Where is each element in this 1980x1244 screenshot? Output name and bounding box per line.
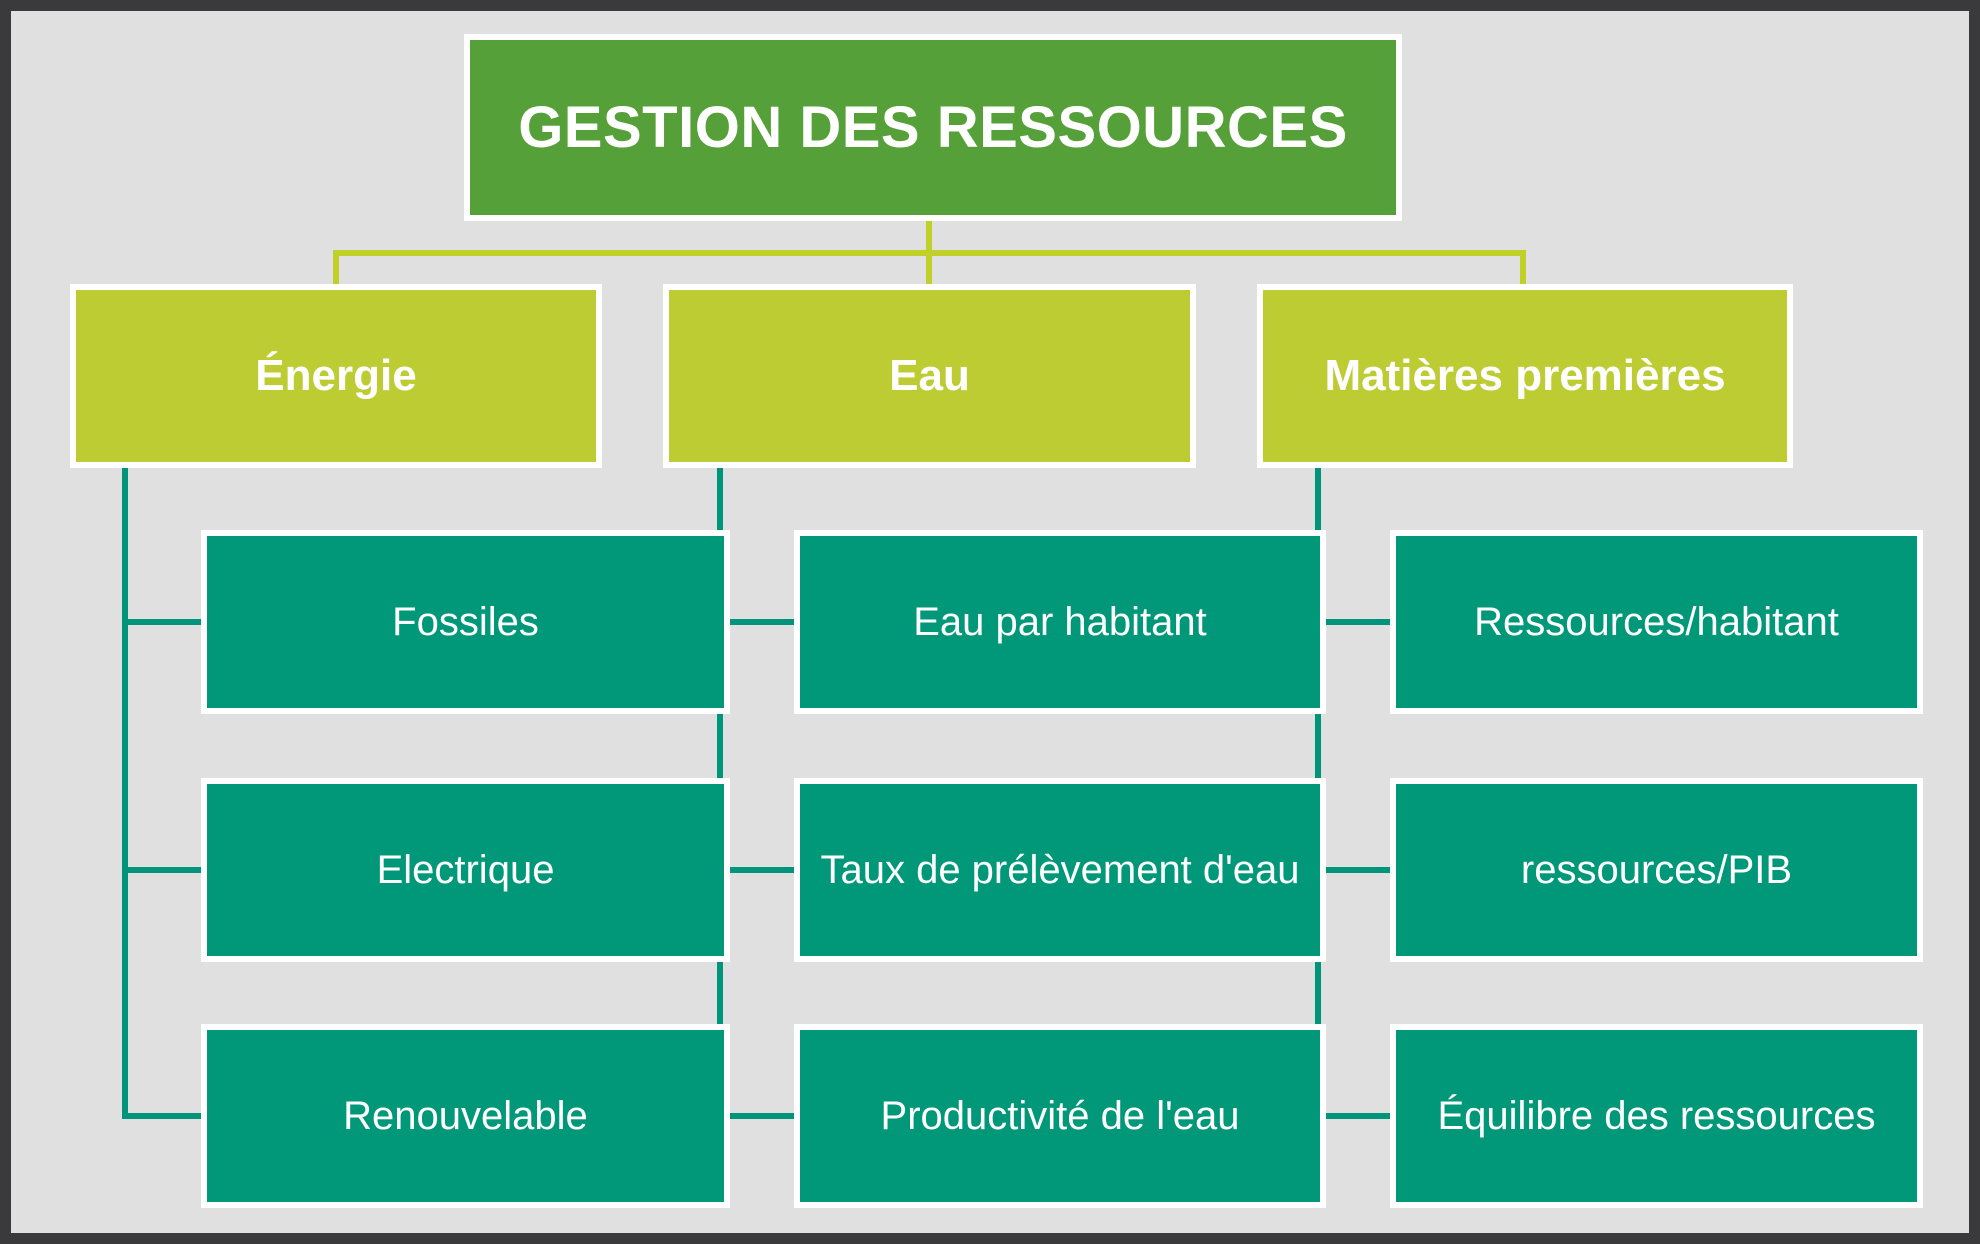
branch-node-matieres-premieres: Matières premières <box>1257 284 1793 468</box>
connector-drop-matieres <box>1520 253 1526 290</box>
leaf-node-equilibre-des-ressources: Équilibre des ressources <box>1390 1024 1923 1208</box>
connector-stub-productivite <box>717 1113 809 1119</box>
leaf-node-label: Taux de prélèvement d'eau <box>820 848 1300 892</box>
leaf-node-renouvelable: Renouvelable <box>201 1024 730 1208</box>
leaf-node-fossiles: Fossiles <box>201 530 730 714</box>
connector-stub-ressources-pib <box>1315 867 1407 873</box>
leaf-node-label: Équilibre des ressources <box>1437 1094 1876 1138</box>
connector-drop-energie <box>333 253 339 290</box>
leaf-node-ressources-pib: ressources/PIB <box>1390 778 1923 962</box>
branch-node-label: Matières premières <box>1324 350 1726 400</box>
connector-stub-taux-prelevement <box>717 867 809 873</box>
leaf-node-electrique: Electrique <box>201 778 730 962</box>
connector-stub-fossiles <box>122 619 214 625</box>
leaf-node-label: ressources/PIB <box>1520 848 1793 892</box>
root-node-gestion-des-ressources: GESTION DES RESSOURCES <box>464 34 1402 221</box>
branch-node-label: Énergie <box>255 350 417 400</box>
branch-node-label: Eau <box>889 350 970 400</box>
branch-node-eau: Eau <box>663 284 1196 468</box>
connector-spine-energie <box>122 462 128 1119</box>
leaf-node-eau-par-habitant: Eau par habitant <box>794 530 1326 714</box>
branch-node-energie: Énergie <box>70 284 602 468</box>
leaf-node-ressources-habitant: Ressources/habitant <box>1390 530 1923 714</box>
leaf-node-label: Fossiles <box>392 600 539 644</box>
leaf-node-label: Ressources/habitant <box>1474 600 1839 644</box>
connector-stub-eau-par-habitant <box>717 619 809 625</box>
connector-stub-ressources-habitant <box>1315 619 1407 625</box>
root-node-label: GESTION DES RESSOURCES <box>518 94 1348 160</box>
connector-root-stem <box>926 215 932 256</box>
leaf-node-label: Electrique <box>376 848 555 892</box>
leaf-node-taux-de-prelevement: Taux de prélèvement d'eau <box>794 778 1326 962</box>
connector-drop-eau <box>926 253 932 290</box>
leaf-node-label: Renouvelable <box>343 1094 588 1138</box>
leaf-node-label: Eau par habitant <box>913 600 1207 644</box>
connector-stub-equilibre <box>1315 1113 1407 1119</box>
connector-stub-electrique <box>122 867 214 873</box>
connector-stub-renouvelable <box>122 1113 214 1119</box>
leaf-node-productivite-de-l-eau: Productivité de l'eau <box>794 1024 1326 1208</box>
leaf-node-label: Productivité de l'eau <box>880 1094 1240 1138</box>
